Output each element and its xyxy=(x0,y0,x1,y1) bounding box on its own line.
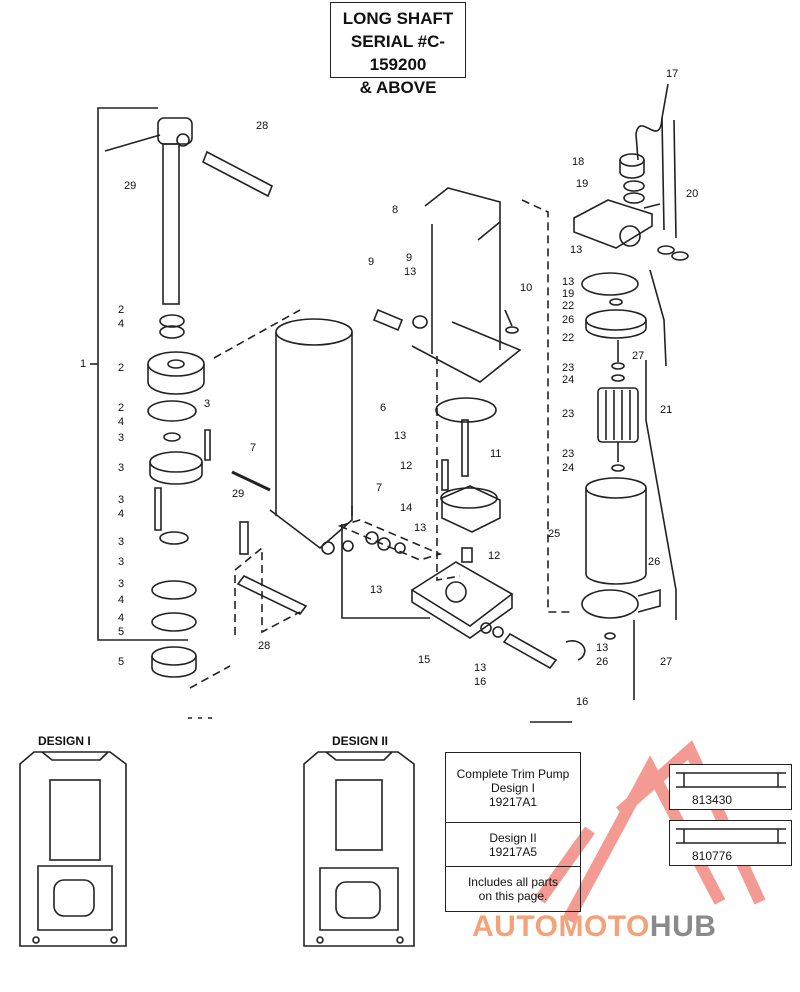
parts-table: Complete Trim Pump Design I 19217A1 Desi… xyxy=(445,752,581,912)
callout-c13c: 13 xyxy=(414,522,427,534)
part-box-813430: 813430 xyxy=(669,764,792,810)
callout-c13h: 13 xyxy=(596,642,609,654)
callout-c13b: 13 xyxy=(394,430,407,442)
part-box-810776: 810776 xyxy=(669,820,792,866)
callout-c13g: 13 xyxy=(562,276,575,288)
parts-table-row-3: Includes all parts on this page. xyxy=(446,867,580,910)
watermark-text: AUTOMOTOHUB xyxy=(472,910,716,944)
callout-c11: 11 xyxy=(490,448,502,460)
callout-c9b: 9 xyxy=(406,252,413,264)
callout-c17: 17 xyxy=(666,68,679,80)
callout-c4e: 4 xyxy=(118,612,125,624)
callout-c3a: 3 xyxy=(204,398,211,410)
callout-c4d: 4 xyxy=(118,594,125,606)
callout-c23c: 23 xyxy=(562,448,575,460)
row2-line1: Design II xyxy=(489,830,537,845)
callout-c29b: 29 xyxy=(232,488,245,500)
callout-c10: 10 xyxy=(520,282,533,294)
callout-c24b: 24 xyxy=(562,462,575,474)
callout-c21: 21 xyxy=(660,404,673,416)
callout-c9a: 9 xyxy=(368,256,375,268)
callout-c6: 6 xyxy=(380,402,387,414)
callout-c20: 20 xyxy=(686,188,699,200)
callout-c24a: 24 xyxy=(562,374,575,386)
parts-table-row-2: Design II 19217A5 xyxy=(446,823,580,867)
watermark-part-2: HUB xyxy=(649,910,717,943)
callout-c13f: 13 xyxy=(570,244,583,256)
callout-c19b: 19 xyxy=(562,288,575,300)
callout-c28a: 28 xyxy=(256,120,269,132)
title-line-3: & ABOVE xyxy=(359,78,437,97)
shield-part-icon xyxy=(676,828,786,844)
watermark-part-1: AUTOMOTO xyxy=(472,910,650,943)
design-i-label: DESIGN I xyxy=(38,734,91,748)
callout-c27a: 27 xyxy=(632,350,645,362)
title-box: LONG SHAFT SERIAL #C-159200 & ABOVE xyxy=(330,2,466,97)
design-ii-label: DESIGN II xyxy=(332,734,389,748)
callout-c3f: 3 xyxy=(118,556,125,568)
callout-c25: 25 xyxy=(548,528,561,540)
row2-line2: 19217A5 xyxy=(488,844,538,859)
callout-c27b: 27 xyxy=(660,656,673,668)
callout-c8: 8 xyxy=(392,204,399,216)
title-line-2: SERIAL #C-159200 xyxy=(350,32,446,74)
callout-c13a: 13 xyxy=(404,266,417,278)
row1-line2: Design I xyxy=(490,780,536,795)
callout-c1: 1 xyxy=(80,358,87,370)
title-line-1: LONG SHAFT xyxy=(342,9,454,28)
callout-c18: 18 xyxy=(572,156,585,168)
row1-line3: 19217A1 xyxy=(488,794,538,809)
callout-c2a: 2 xyxy=(118,304,125,316)
callout-c16b: 16 xyxy=(576,696,589,708)
callout-c14: 14 xyxy=(400,502,413,514)
callout-c16a: 16 xyxy=(474,676,487,688)
row3-line1: Includes all parts xyxy=(467,874,559,889)
callout-c3e: 3 xyxy=(118,536,125,548)
row1-line1: Complete Trim Pump xyxy=(456,766,570,781)
parts-table-row-1: Complete Trim Pump Design I 19217A1 xyxy=(446,753,580,823)
callout-c15: 15 xyxy=(418,654,431,666)
callout-c3b: 3 xyxy=(118,432,125,444)
callout-c12a: 12 xyxy=(400,460,413,472)
callout-c4c: 4 xyxy=(118,508,125,520)
callout-c26a: 26 xyxy=(562,314,575,326)
callout-c13d: 13 xyxy=(370,584,383,596)
callout-c22a: 22 xyxy=(562,300,575,312)
callout-c26b: 26 xyxy=(648,556,661,568)
callout-c22b: 22 xyxy=(562,332,575,344)
part-number-1: 813430 xyxy=(692,793,733,807)
callout-c7a: 7 xyxy=(250,442,257,454)
callout-c12b: 12 xyxy=(488,550,501,562)
callout-c3d: 3 xyxy=(118,494,125,506)
callout-c13e: 13 xyxy=(474,662,487,674)
callout-c5a: 5 xyxy=(118,626,125,638)
callout-c23a: 23 xyxy=(562,362,575,374)
part-number-2: 810776 xyxy=(692,849,733,863)
callout-c2c: 2 xyxy=(118,402,125,414)
callout-c2b: 2 xyxy=(118,362,125,374)
callout-c28b: 28 xyxy=(258,640,271,652)
callout-c4b: 4 xyxy=(118,416,125,428)
shield-part-icon xyxy=(676,772,786,788)
callout-c29a: 29 xyxy=(124,180,137,192)
callout-c7b: 7 xyxy=(376,482,383,494)
callout-c26c: 26 xyxy=(596,656,609,668)
callout-c3c: 3 xyxy=(118,462,125,474)
callout-c5b: 5 xyxy=(118,656,125,668)
callout-c19a: 19 xyxy=(576,178,589,190)
callout-c3g: 3 xyxy=(118,578,125,590)
callout-c4a: 4 xyxy=(118,318,125,330)
row3-line2: on this page. xyxy=(478,888,548,903)
callout-c23b: 23 xyxy=(562,408,575,420)
